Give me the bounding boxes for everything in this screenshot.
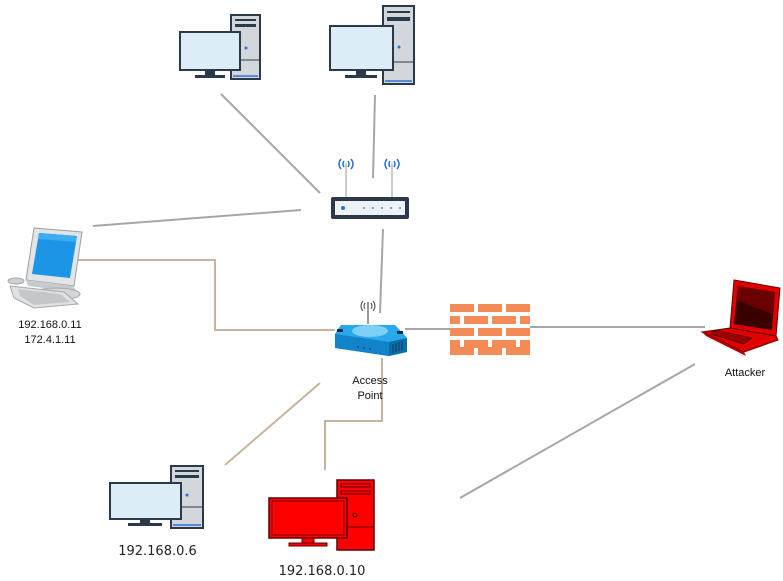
pc-bottom-left-label: 192.168.0.6: [118, 544, 197, 559]
link-laptop-access-point: [75, 259, 335, 331]
access-point-label-line-2: Point: [357, 390, 383, 402]
compromised-pc-label: 192.168.0.10: [278, 564, 366, 579]
link-router-access-point: [379, 228, 384, 314]
attacker-laptop[interactable]: [700, 279, 781, 356]
access-point[interactable]: [335, 300, 407, 356]
desktop-pc-bottom-left[interactable]: [109, 465, 204, 529]
link-pc-top-left-router: [220, 93, 321, 194]
firewall[interactable]: [450, 304, 530, 355]
access-point-label-line-1: Access: [352, 375, 388, 387]
link-laptop-router: [92, 209, 302, 227]
workstation-left-ip-1: 192.168.0.11: [18, 319, 82, 331]
workstation-left[interactable]: [7, 227, 83, 309]
wireless-router[interactable]: [331, 158, 409, 219]
link-pc-top-right-router: [372, 94, 376, 179]
access-point-label: Access Point: [340, 374, 400, 404]
workstation-left-ip-2: 172.4.1.11: [24, 334, 76, 346]
attacker-label: Attacker: [724, 367, 766, 379]
link-access-point-pc-bottom-left: [224, 382, 321, 466]
compromised-desktop-pc[interactable]: [268, 479, 375, 551]
wifi-signal-icon: [360, 300, 376, 312]
links: [75, 93, 705, 499]
desktop-pc-top-right[interactable]: [329, 5, 415, 85]
wifi-signal-icon: [338, 158, 400, 170]
link-attacker-pc-red: [459, 363, 696, 499]
link-access-point-pc-red: [324, 358, 383, 470]
workstation-left-label: 192.168.0.11 172.4.1.11: [0, 318, 100, 348]
desktop-pc-top-left[interactable]: [179, 14, 261, 80]
